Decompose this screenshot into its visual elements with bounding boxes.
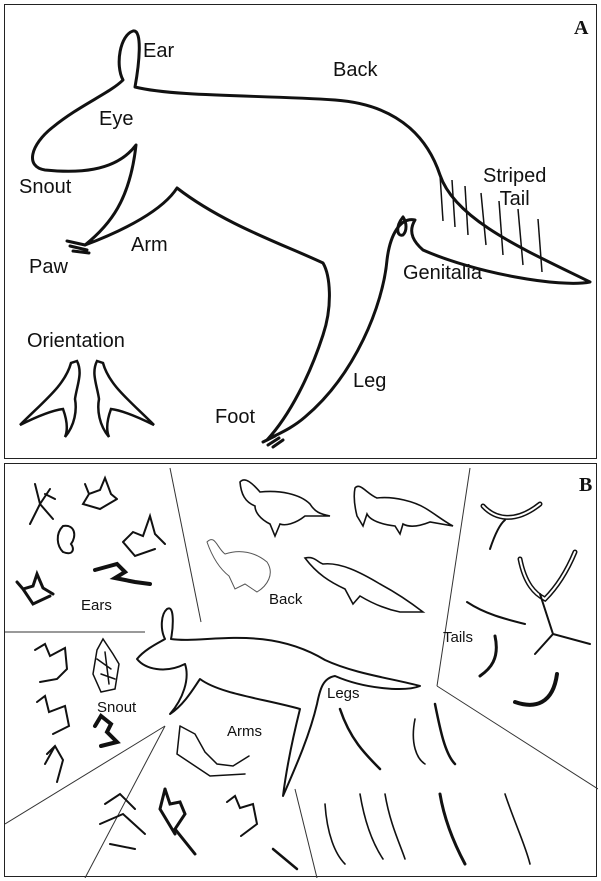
label-back: Back	[269, 592, 302, 607]
panel-letter: B	[579, 474, 592, 497]
panel-b: B Ears Back Tails Snout Legs Arms	[4, 463, 597, 877]
label-tails: Tails	[443, 630, 473, 645]
panel-letter: A	[574, 17, 588, 40]
section-dividers	[5, 468, 598, 878]
leg-variants	[325, 704, 530, 864]
kangaroo-diagram	[5, 5, 598, 460]
ear-variants	[17, 478, 165, 604]
label-ears: Ears	[81, 598, 112, 613]
label-legs: Legs	[327, 686, 360, 701]
label-genitalia: Genitalia	[403, 263, 482, 283]
tail-variants	[467, 504, 590, 705]
foot-claws	[263, 436, 283, 447]
label-eye: Eye	[99, 109, 133, 129]
label-back: Back	[333, 60, 377, 80]
label-snout: Snout	[97, 700, 136, 715]
label-foot: Foot	[215, 407, 255, 427]
panel-a: A Ear Eye Back Snout Striped Tail Arm Pa…	[4, 4, 597, 459]
variants-diagram	[5, 464, 598, 878]
label-arm: Arm	[131, 235, 168, 255]
label-ear: Ear	[143, 41, 174, 61]
label-snout: Snout	[19, 177, 71, 197]
label-leg: Leg	[353, 371, 386, 391]
label-arms: Arms	[227, 724, 262, 739]
genitalia-loop	[398, 217, 406, 235]
label-striped-tail: Striped Tail	[483, 165, 546, 211]
orientation-shapes	[20, 361, 154, 437]
label-paw: Paw	[29, 257, 68, 277]
back-variants	[207, 480, 453, 612]
kangaroo-outline	[33, 31, 590, 440]
label-orientation: Orientation	[27, 331, 125, 351]
